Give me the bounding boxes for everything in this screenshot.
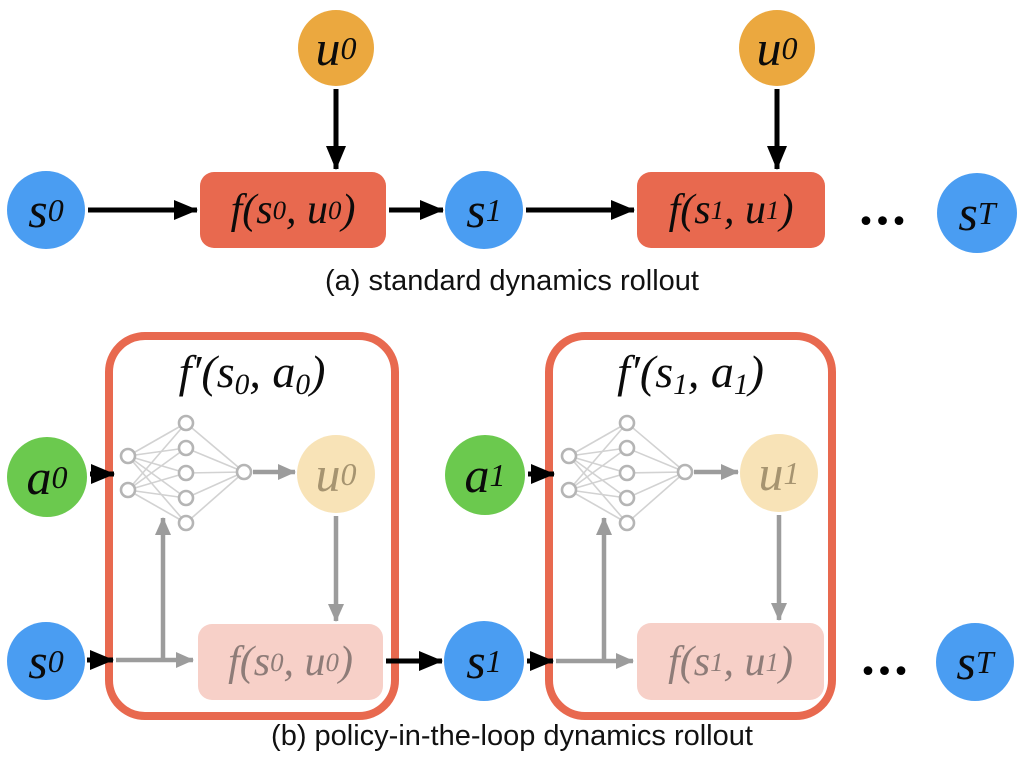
module-box-1 xyxy=(105,332,399,720)
module-title-1: f′(s0, a0) xyxy=(178,346,326,402)
ellipsis-a: ... xyxy=(859,176,909,236)
caption-a: (a) standard dynamics rollout xyxy=(325,265,699,297)
caption-b: (b) policy-in-the-loop dynamics rollout xyxy=(271,720,753,752)
module-title-2: f′(s1, a1) xyxy=(617,346,764,402)
module-box-2 xyxy=(545,332,836,720)
ellipsis-b: ... xyxy=(861,626,911,686)
